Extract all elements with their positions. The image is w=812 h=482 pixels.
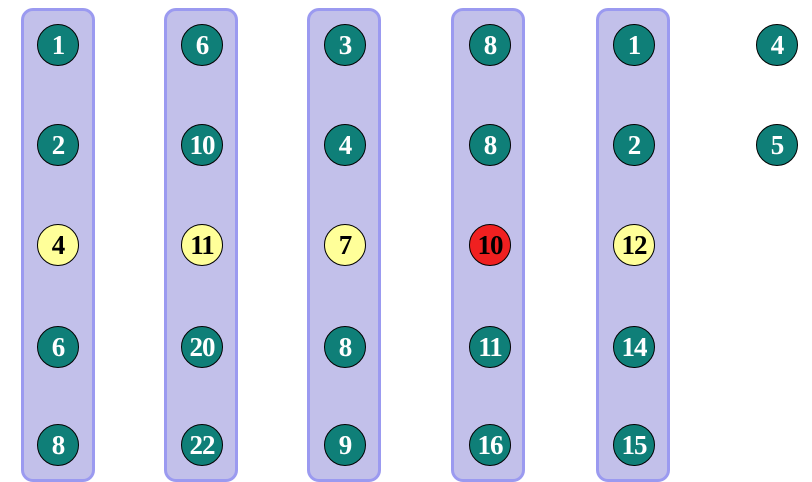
column-1-node-5: 8	[37, 424, 79, 466]
column-1-node-2: 2	[37, 124, 79, 166]
column-3-node-4: 8	[324, 326, 366, 368]
column-5-node-5: 15	[613, 424, 655, 466]
loose-node-1: 4	[756, 24, 798, 66]
column-4-node-2: 8	[469, 124, 511, 166]
column-3-node-1: 3	[324, 24, 366, 66]
column-5-node-4: 14	[613, 326, 655, 368]
column-3-node-2: 4	[324, 124, 366, 166]
loose-node-2: 5	[756, 124, 798, 166]
column-5-node-1: 1	[613, 24, 655, 66]
column-2-node-4: 20	[181, 326, 223, 368]
column-3-node-5: 9	[324, 424, 366, 466]
column-5-node-3: 12	[613, 224, 655, 266]
column-4-node-3: 10	[469, 224, 511, 266]
column-5-node-2: 2	[613, 124, 655, 166]
column-1-node-1: 1	[37, 24, 79, 66]
column-4-node-5: 16	[469, 424, 511, 466]
column-2-node-3: 11	[181, 224, 223, 266]
column-3-node-3: 7	[324, 224, 366, 266]
column-2-node-2: 10	[181, 124, 223, 166]
column-1-node-3: 4	[37, 224, 79, 266]
column-1-node-4: 6	[37, 326, 79, 368]
column-2-node-1: 6	[181, 24, 223, 66]
column-4-node-4: 11	[469, 326, 511, 368]
column-2-node-5: 22	[181, 424, 223, 466]
column-4-node-1: 8	[469, 24, 511, 66]
